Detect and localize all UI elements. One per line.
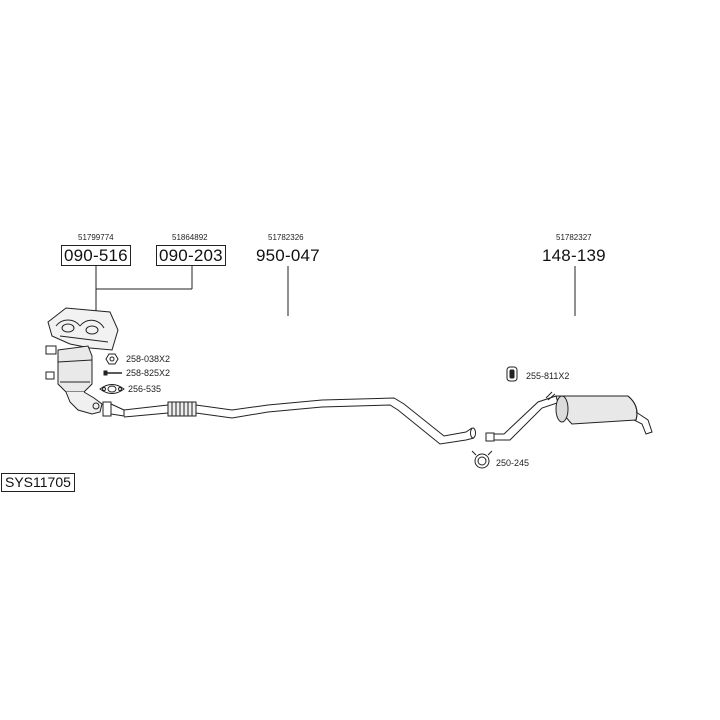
middle-pipe-icon [195,397,476,445]
leader-lines [95,266,576,316]
oem-number-4: 51782327 [556,233,592,242]
oem-number-2: 51864892 [172,233,208,242]
part-number-090-203[interactable]: 090-203 [156,245,226,266]
system-id-label: SYS11705 [1,473,75,492]
fitting-code-258-825x2: 258-825X2 [126,368,171,378]
front-pipe-icon [102,401,197,418]
bolt-icon [103,370,122,376]
part-number-950-047[interactable]: 950-047 [256,246,320,265]
fitting-code-256-535: 256-535 [128,384,162,394]
oem-number-1: 51799774 [78,233,114,242]
gasket-icon [99,384,125,394]
clamp-ring-icon [471,450,493,469]
part-number-090-516[interactable]: 090-516 [61,245,131,266]
oem-number-3: 51782326 [268,233,304,242]
clamp-nut-icon [105,353,119,365]
exhaust-manifold-icon [47,307,119,351]
rear-muffler-icon [485,391,653,442]
fitting-code-258-038x2: 258-038X2 [126,354,171,364]
part-number-148-139[interactable]: 148-139 [542,246,606,265]
catalytic-converter-icon [45,345,103,415]
fitting-code-255-811x2: 255-811X2 [526,371,570,381]
fitting-code-250-245: 250-245 [496,458,530,468]
rubber-hanger-icon [506,366,518,382]
